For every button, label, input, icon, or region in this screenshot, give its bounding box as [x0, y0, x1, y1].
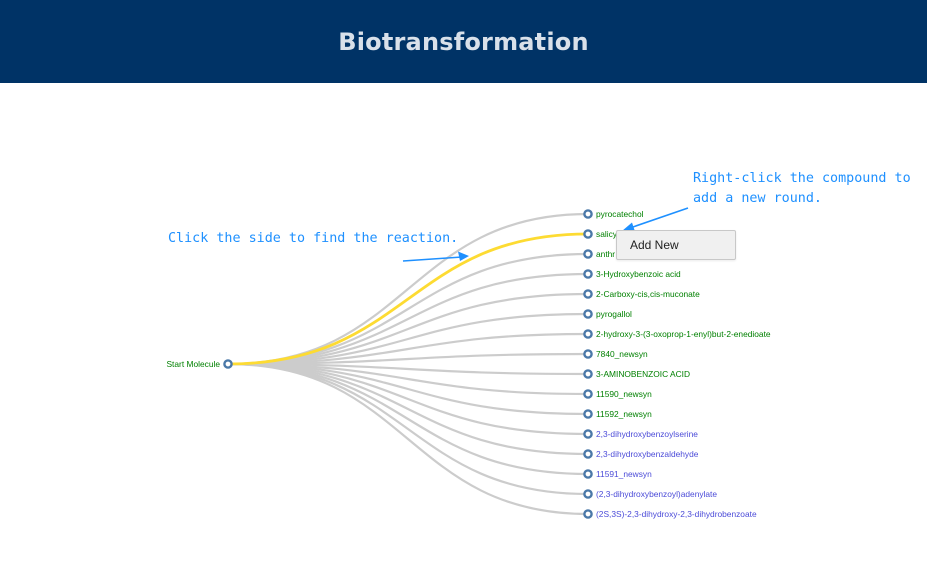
reaction-edge[interactable]: [227, 362, 589, 416]
compound-label[interactable]: (2S,3S)-2,3-dihydroxy-2,3-dihydrobenzoat…: [596, 509, 757, 519]
compound-node[interactable]: [583, 349, 593, 359]
compound-node[interactable]: [583, 249, 593, 259]
reaction-edge[interactable]: [227, 362, 589, 516]
compound-node[interactable]: [583, 409, 593, 419]
reaction-edge[interactable]: [227, 362, 589, 496]
reaction-edge[interactable]: [227, 272, 589, 366]
compound-label[interactable]: (2,3-dihydroxybenzoyl)adenylate: [596, 489, 717, 499]
arrow-left-icon: [402, 251, 469, 262]
compound-label[interactable]: 2,3-dihydroxybenzaldehyde: [596, 449, 699, 459]
arrow-right-icon: [622, 207, 689, 232]
add-new-menu-item[interactable]: Add New: [630, 238, 679, 252]
compound-node[interactable]: [583, 469, 593, 479]
compound-node[interactable]: [583, 289, 593, 299]
hint-right-click: Right-click the compound to add a new ro…: [693, 169, 911, 209]
compound-label[interactable]: 3-Hydroxybenzoic acid: [596, 269, 681, 279]
compound-label[interactable]: 2-hydroxy-3-(3-oxoprop-1-enyl)but-2-ened…: [596, 329, 771, 339]
reaction-edge[interactable]: [227, 252, 589, 366]
compound-node[interactable]: [583, 229, 593, 239]
compound-label[interactable]: 11590_newsyn: [596, 389, 652, 399]
tree-nodes: Start Molecule pyrocatechol salicy anthr 3-H…: [166, 209, 770, 519]
compound-label[interactable]: 7840_newsyn: [596, 349, 648, 359]
tree-links: [227, 212, 589, 516]
compound-label[interactable]: 11592_newsyn: [596, 409, 652, 419]
hint-arrows: [402, 207, 689, 262]
compound-node[interactable]: [583, 389, 593, 399]
compound-node[interactable]: [583, 449, 593, 459]
compound-node[interactable]: [583, 269, 593, 279]
root-node[interactable]: [223, 359, 233, 369]
compound-label[interactable]: pyrocatechol: [596, 209, 644, 219]
hint-click-edge: Click the side to find the reaction.: [168, 231, 459, 246]
reaction-edge[interactable]: [227, 362, 589, 456]
compound-node[interactable]: [583, 429, 593, 439]
page-title: Biotransformation: [338, 27, 589, 56]
compound-node[interactable]: [583, 309, 593, 319]
compound-label[interactable]: 11591_newsyn: [596, 469, 652, 479]
compound-label[interactable]: pyrogallol: [596, 309, 632, 319]
compound-node[interactable]: [583, 489, 593, 499]
reaction-edge[interactable]: [227, 352, 589, 366]
context-menu: Add New: [616, 230, 736, 260]
compound-node[interactable]: [583, 369, 593, 379]
hint-right-line2: add a new round.: [693, 191, 822, 206]
root-node-label[interactable]: Start Molecule: [166, 359, 220, 369]
compound-label[interactable]: anthr: [596, 249, 615, 259]
compound-node[interactable]: [583, 509, 593, 519]
compound-node[interactable]: [583, 209, 593, 219]
compound-label[interactable]: salicy: [596, 229, 618, 239]
reaction-edge[interactable]: [227, 312, 589, 366]
reaction-edge[interactable]: [227, 232, 589, 366]
compound-label[interactable]: 3-AMINOBENZOIC ACID: [596, 369, 690, 379]
compound-node[interactable]: [583, 329, 593, 339]
hint-right-line1: Right-click the compound to: [693, 171, 911, 186]
app-header: Biotransformation: [0, 0, 927, 83]
compound-label[interactable]: 2,3-dihydroxybenzoylserine: [596, 429, 698, 439]
reaction-edge[interactable]: [227, 362, 589, 476]
compound-label[interactable]: 2-Carboxy-cis,cis-muconate: [596, 289, 700, 299]
